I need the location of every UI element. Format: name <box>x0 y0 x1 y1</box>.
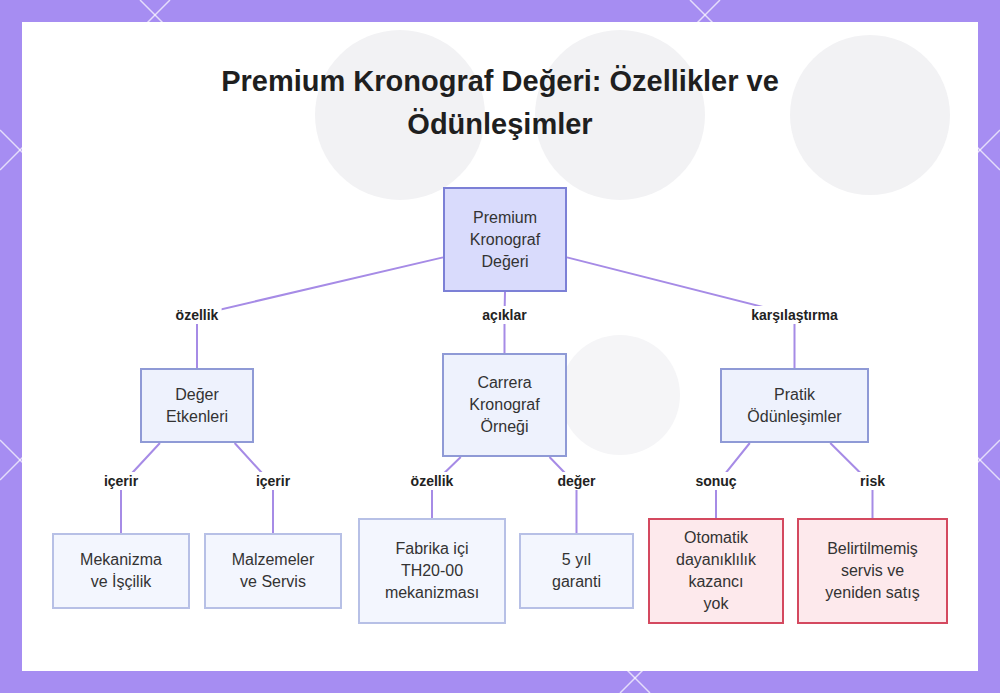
canvas <box>22 22 978 671</box>
risk-box: Belirtilmemiş servis ve yeniden satış <box>797 518 948 624</box>
node-label: Carrera Kronograf Örneği <box>456 372 553 438</box>
node-label: Belirtilmemiş servis ve yeniden satış <box>813 538 932 604</box>
edge-label: değer <box>554 472 598 490</box>
edge-label: karşılaştırma <box>748 306 840 324</box>
node-label: Malzemeler ve Servis <box>226 549 320 593</box>
node-label: Mekanizma ve İşçilik <box>74 549 168 593</box>
node-label: 5 yıl garanti <box>541 549 612 593</box>
edge-label: özellik <box>408 472 457 490</box>
connector <box>197 257 443 368</box>
concept-box: Pratik Ödünleşimler <box>720 368 869 443</box>
concept-box: 5 yıl garanti <box>519 533 634 609</box>
concept-box: Mekanizma ve İşçilik <box>52 533 190 609</box>
concept-box: Carrera Kronograf Örneği <box>442 353 567 457</box>
connector <box>550 457 577 533</box>
concept-box: Fabrika içi TH20-00 mekanizması <box>358 518 506 624</box>
node-label: Otomatik dayanıklılık kazancı yok <box>676 527 756 615</box>
node-label: Premium Kronograf Değeri <box>457 207 553 273</box>
edge-label: özellik <box>173 306 222 324</box>
edge-label: içerir <box>253 472 293 490</box>
concept-box: Malzemeler ve Servis <box>204 533 342 609</box>
node-label: Fabrika içi TH20-00 mekanizması <box>382 538 482 604</box>
diagram-title: Premium Kronograf Değeri: Özellikler ve … <box>200 60 800 146</box>
edge-label: açıklar <box>479 306 529 324</box>
edge-label: içerir <box>101 472 141 490</box>
node-label: Pratik Ödünleşimler <box>734 384 855 428</box>
edge-label: sonuç <box>692 472 739 490</box>
edge-label: risk <box>857 472 888 490</box>
concept-box: Değer Etkenleri <box>140 368 254 443</box>
risk-box: Otomatik dayanıklılık kazancı yok <box>648 518 784 624</box>
concept-box: Premium Kronograf Değeri <box>443 187 567 292</box>
node-label: Değer Etkenleri <box>156 384 238 428</box>
